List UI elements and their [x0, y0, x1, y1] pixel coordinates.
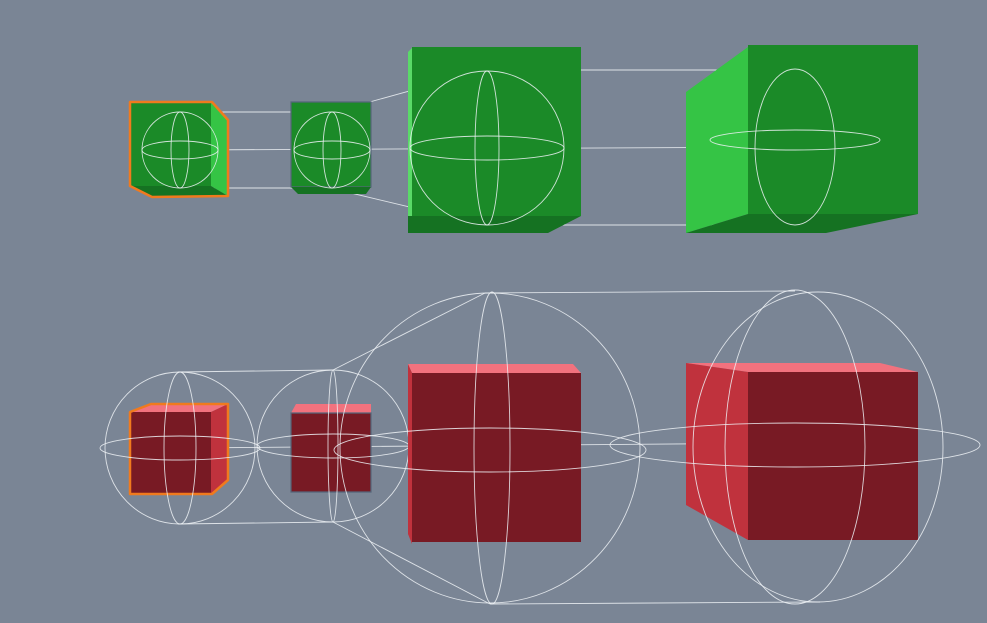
- bounding-sphere: [333, 291, 647, 605]
- green-cube-3[interactable]: [408, 47, 581, 233]
- cube-face-side: [686, 363, 748, 540]
- cube-face-side: [408, 364, 412, 544]
- bounding-sphere: [141, 111, 219, 189]
- green-cube-2[interactable]: [290, 101, 372, 194]
- bounding-sphere: [709, 68, 881, 226]
- cube-face-top: [408, 364, 581, 373]
- bounding-sphere: [256, 369, 410, 523]
- bounding-sphere: [293, 111, 371, 189]
- bounding-sphere: [99, 371, 261, 525]
- red-cube-2[interactable]: [256, 369, 410, 523]
- bounding-sphere: [409, 70, 565, 226]
- cube-face-front: [290, 412, 372, 493]
- bounding-sphere: [609, 289, 981, 605]
- cube-face-bottom: [131, 186, 228, 197]
- cube-face-side: [211, 404, 228, 494]
- green-row: [128, 45, 918, 233]
- cube-face-top: [686, 363, 918, 372]
- cube-face-side: [211, 102, 228, 196]
- cube-face-top: [291, 404, 371, 413]
- cube-face-top: [131, 404, 228, 412]
- cube-face-bottom: [291, 187, 371, 194]
- cube-face-front: [412, 373, 581, 542]
- red-cube-3[interactable]: [333, 291, 647, 605]
- cube-face-front: [748, 45, 918, 214]
- selection-outline: [128, 100, 230, 199]
- red-cube-1[interactable]: [99, 371, 261, 525]
- cube-face-side: [686, 47, 748, 233]
- cube-face-front: [131, 412, 211, 494]
- red-cube-4[interactable]: [609, 289, 981, 605]
- green-cube-1[interactable]: [128, 100, 230, 199]
- green-cube-4[interactable]: [686, 45, 918, 233]
- selection-outline: [128, 402, 230, 496]
- red-row: [99, 289, 981, 605]
- cube-face-front: [412, 47, 581, 216]
- cube-face-front: [748, 372, 918, 540]
